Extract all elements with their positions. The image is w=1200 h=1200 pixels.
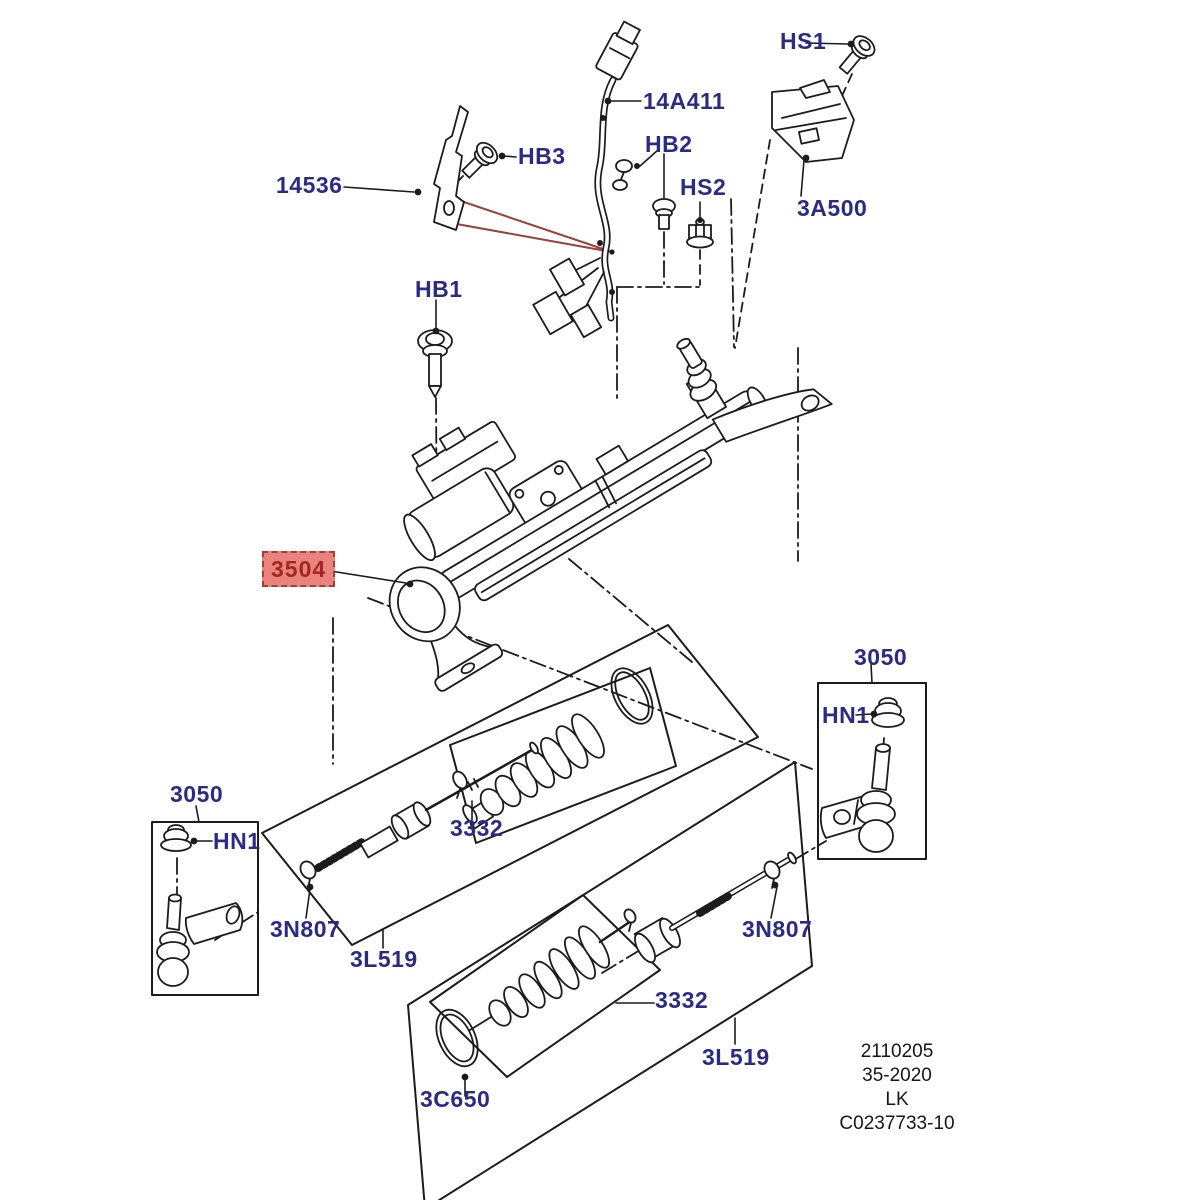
callout-hs1: HS1 (780, 28, 827, 54)
leader-lines (195, 42, 873, 1097)
callout-14a411: 14A411 (643, 88, 726, 114)
shield-drawing (771, 79, 855, 163)
bracket-drawing (433, 105, 469, 231)
hb3-screw-drawing (461, 141, 499, 179)
hs1-screw-drawing (838, 35, 876, 75)
info-line-4: C0237733-10 (839, 1113, 955, 1134)
hb2-fasteners-drawing (612, 159, 676, 230)
callout-3c650: 3C650 (420, 1086, 491, 1112)
callout-3332-center: 3332 (450, 815, 504, 841)
kit-boxes (151, 624, 927, 1200)
info-line-1: 2110205 (860, 1041, 934, 1062)
right-tie-rod-drawing (633, 851, 797, 964)
highlighted-callout-3504: 3504 (262, 551, 336, 587)
callout-hs2: HS2 (680, 174, 727, 200)
callout-3n807-left: 3N807 (270, 916, 341, 942)
callout-hb1: HB1 (415, 276, 463, 302)
wiring-harness-drawing (532, 20, 641, 339)
callout-hb2: HB2 (645, 131, 693, 157)
callout-hb3: HB3 (518, 143, 566, 169)
callout-3050-left: 3050 (170, 781, 224, 807)
info-line-2: 35-2020 (862, 1065, 932, 1086)
callout-hn1-left: HN1 (213, 828, 261, 854)
callout-14536: 14536 (276, 172, 343, 198)
drawing-info-block: 2110205 35-2020 LK C0237733-10 (812, 1040, 982, 1136)
center-boot-drawing (431, 667, 654, 830)
leader-dots (190, 40, 878, 1081)
steering-gear-drawing (388, 337, 833, 692)
callout-3050-right: 3050 (854, 644, 908, 670)
callout-3l519-left: 3L519 (350, 946, 418, 972)
callout-hn1-right: HN1 (822, 702, 870, 728)
info-line-3: LK (885, 1089, 909, 1110)
red-leader-lines (439, 197, 613, 253)
callout-3l519-lower: 3L519 (702, 1044, 770, 1070)
left-tie-rod-drawing (299, 741, 539, 889)
left-tie-rod-end-drawing (156, 824, 244, 987)
callout-3332-lower: 3332 (655, 987, 709, 1013)
hb1-bolt-drawing (417, 329, 453, 398)
right-tie-rod-end-drawing (819, 697, 905, 853)
callout-3a500: 3A500 (797, 195, 868, 221)
hs2-nut-drawing (686, 218, 714, 249)
callout-3n807-right: 3N807 (742, 916, 813, 942)
lower-boot-drawing (435, 908, 637, 1068)
